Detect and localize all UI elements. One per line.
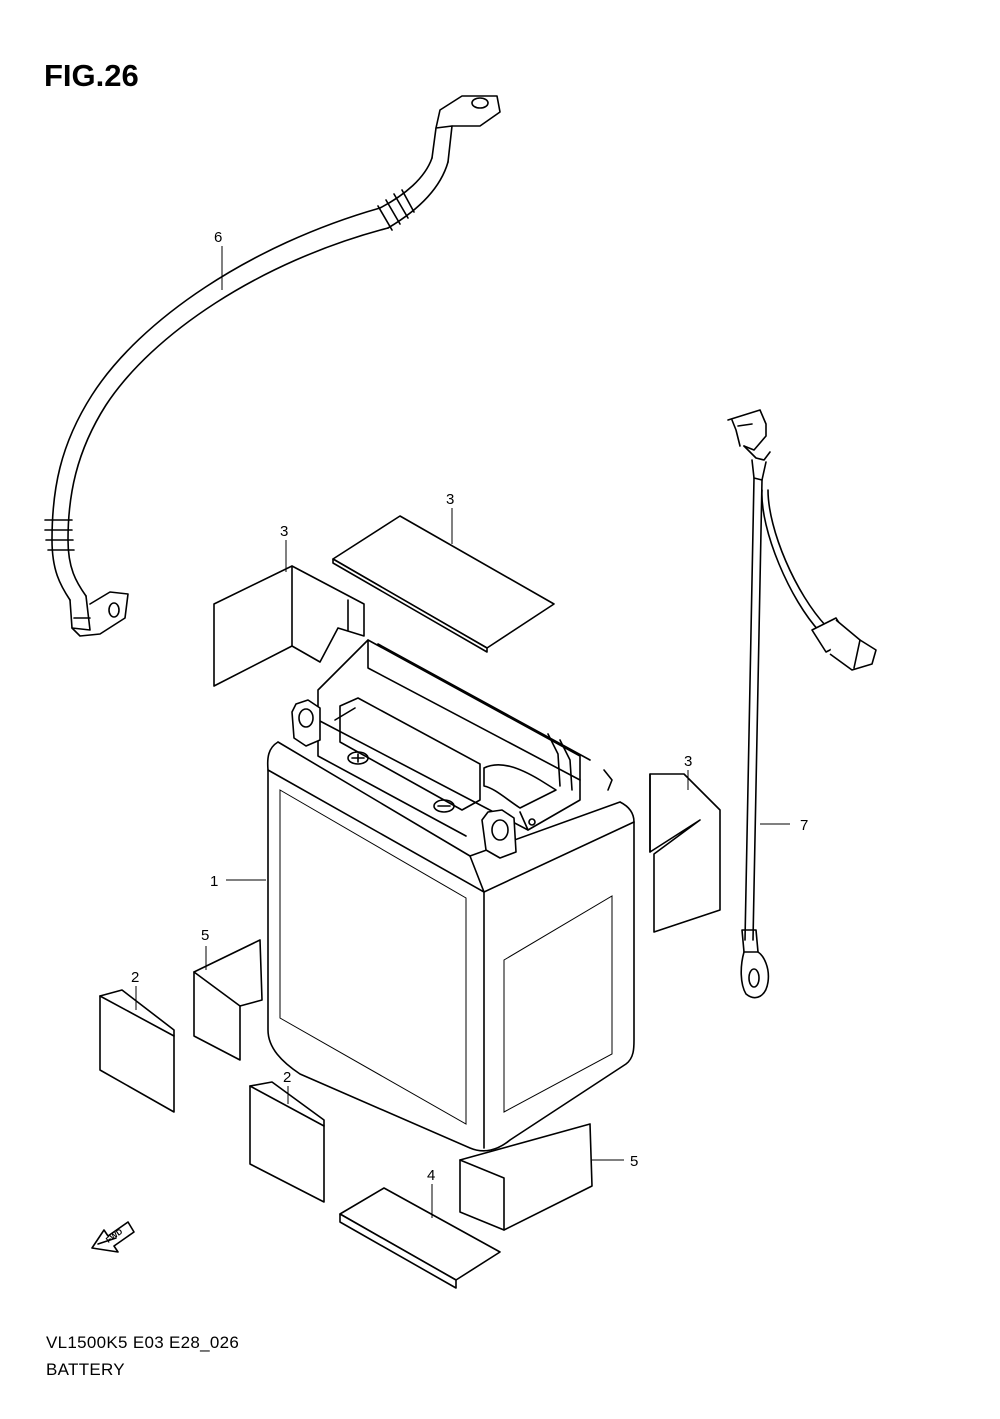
section-name: BATTERY — [46, 1360, 125, 1379]
part-2-pad-bottom — [249, 1081, 325, 1203]
model-code: VL1500K5 E03 E28_026 — [46, 1333, 240, 1352]
callout-part-2-bottom: 2 — [283, 1069, 291, 1086]
part-6-battery-cable — [44, 95, 501, 637]
part-3-pad-right — [649, 773, 721, 933]
part-3-pad-top — [332, 515, 555, 653]
callout-part-3-left: 3 — [280, 523, 288, 540]
callout-part-2-left: 2 — [131, 969, 139, 986]
part-4-pad-floor — [339, 1187, 501, 1289]
part-7-lead-wire — [727, 409, 877, 999]
figure-title: FIG.26 — [44, 58, 139, 93]
callout-part-5-bottom: 5 — [630, 1153, 638, 1170]
part-5-pad-bottom — [459, 1123, 593, 1231]
callout-part-3-top: 3 — [446, 491, 454, 508]
part-2-pad-left — [99, 989, 175, 1113]
callout-part-5-left: 5 — [201, 927, 209, 944]
part-1-battery — [266, 639, 635, 1152]
callout-part-7: 7 — [800, 817, 808, 834]
callout-part-6: 6 — [214, 229, 222, 246]
part-3-pad-left — [213, 565, 365, 687]
fwd-direction-arrow — [91, 1221, 135, 1253]
callout-part-3-right: 3 — [684, 753, 692, 770]
part-5-pad-left — [193, 939, 263, 1061]
callout-part-1: 1 — [210, 873, 218, 890]
callout-part-4: 4 — [427, 1167, 435, 1184]
leader-lines — [135, 246, 790, 1218]
